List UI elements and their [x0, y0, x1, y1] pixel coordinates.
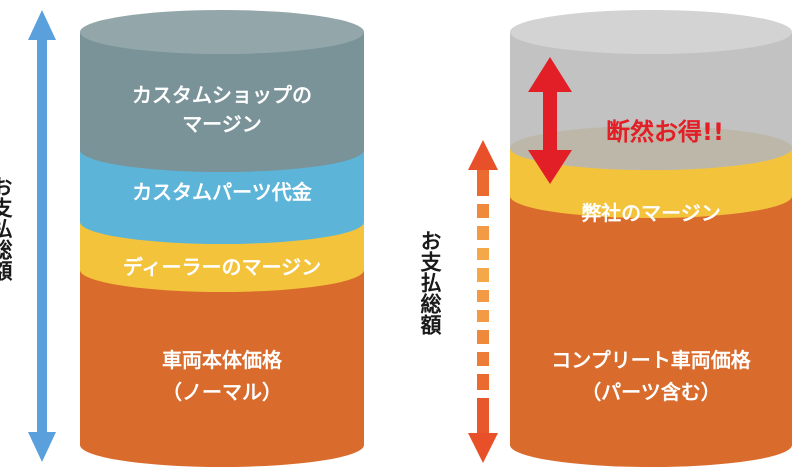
savings-arrow [528, 57, 572, 184]
left-layer-4-line2: （ノーマル） [162, 380, 282, 404]
right-layer-3-line1: コンプリート車両価格 [551, 348, 751, 372]
right-cylinder: 弊社のマージン コンプリート車両価格 （パーツ含む） [510, 10, 792, 467]
savings-label: 断然お得!! [606, 118, 724, 146]
left-layer-1-line2: マージン [182, 112, 262, 136]
left-layer-2-label: カスタムパーツ代金 [132, 180, 313, 204]
left-total-label: お支払総額 [0, 176, 14, 282]
right-total-label: お支払総額 [418, 230, 443, 336]
left-cylinder: カスタムショップの マージン カスタムパーツ代金 ディーラーのマージン 車両本体… [80, 10, 364, 467]
left-layer-4-line1: 車両本体価格 [162, 348, 283, 372]
right-cylinder-top [510, 10, 792, 54]
left-layer-1-line1: カスタムショップの [132, 83, 312, 107]
right-layer-2-label: 弊社のマージン [581, 201, 721, 225]
left-layer-parts-cost [80, 150, 364, 244]
right-total-arrow [468, 140, 498, 463]
left-layer-shop-margin [80, 32, 364, 172]
left-layer-vehicle-price [80, 270, 364, 467]
right-layer-3-line2: （パーツ含む） [581, 380, 721, 404]
left-layer-3-label: ディーラーのマージン [123, 255, 321, 279]
left-total-arrow [28, 10, 56, 462]
right-layer-complete-vehicle [510, 196, 792, 467]
right-layer-savings-floor [510, 126, 792, 170]
left-cylinder-top [80, 10, 364, 54]
